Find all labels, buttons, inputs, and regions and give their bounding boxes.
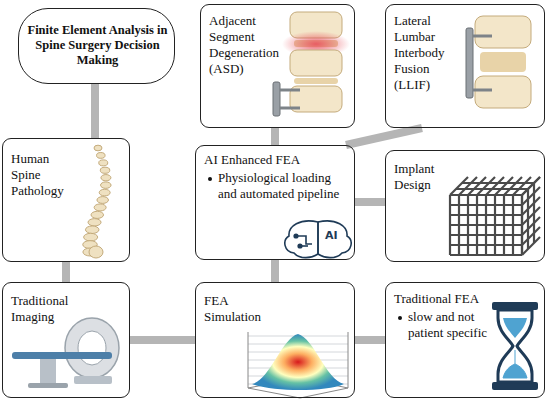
connector xyxy=(271,128,279,145)
box-heading: Lateral Lumbar Interbody Fusion (LLIF) xyxy=(394,13,466,93)
bullet-dot xyxy=(208,177,212,181)
asd-box: Adjacent Segment Degeneration (ASD) xyxy=(200,4,355,128)
llif-illustration xyxy=(466,16,531,108)
traditional-fea-box: Traditional FEA slow and not patient spec… xyxy=(385,282,545,398)
imaging-box: Traditional Imaging xyxy=(2,282,130,398)
pathology-box: Human Spine Pathology xyxy=(2,138,130,262)
bullet-text: Physiological loading and automated pipe… xyxy=(218,170,348,202)
connector xyxy=(355,336,385,344)
connector xyxy=(355,198,385,206)
fea-surface-plot xyxy=(248,332,348,398)
implant-lattice xyxy=(450,177,540,255)
bullet-dot xyxy=(398,316,402,320)
spine-illustration xyxy=(83,145,111,258)
connector xyxy=(130,336,195,344)
connector xyxy=(271,260,279,282)
bullet-text: slow and not patient specific xyxy=(408,309,488,341)
box-heading: Finite Element Analysis in Spine Surgery… xyxy=(27,23,168,68)
connector xyxy=(346,128,422,145)
box-heading: Adjacent Segment Degeneration (ASD) xyxy=(209,13,291,77)
box-heading: Human Spine Pathology xyxy=(11,151,77,199)
box-heading: Implant Design xyxy=(394,161,450,193)
box-heading: FEA Simulation xyxy=(204,293,276,325)
ai-fea-box: AI Enhanced FEA Physiological loading and… xyxy=(195,145,355,260)
title-box: Finite Element Analysis in Spine Surgery… xyxy=(18,8,175,84)
llif-box: Lateral Lumbar Interbody Fusion (LLIF) xyxy=(385,4,545,128)
simulation-box: FEA Simulation xyxy=(195,282,355,398)
icon-label: AI xyxy=(325,229,338,242)
ai-brain-icon xyxy=(285,221,351,258)
hourglass-icon xyxy=(492,302,538,390)
ct-scanner xyxy=(12,318,119,388)
box-heading: AI Enhanced FEA xyxy=(204,152,350,168)
box-heading: Traditional FEA xyxy=(394,291,494,307)
implant-box: Implant Design xyxy=(385,150,545,262)
box-heading: Traditional Imaging xyxy=(11,293,91,325)
asd-illustration xyxy=(273,12,350,116)
connector xyxy=(62,262,70,282)
connector xyxy=(91,84,99,138)
